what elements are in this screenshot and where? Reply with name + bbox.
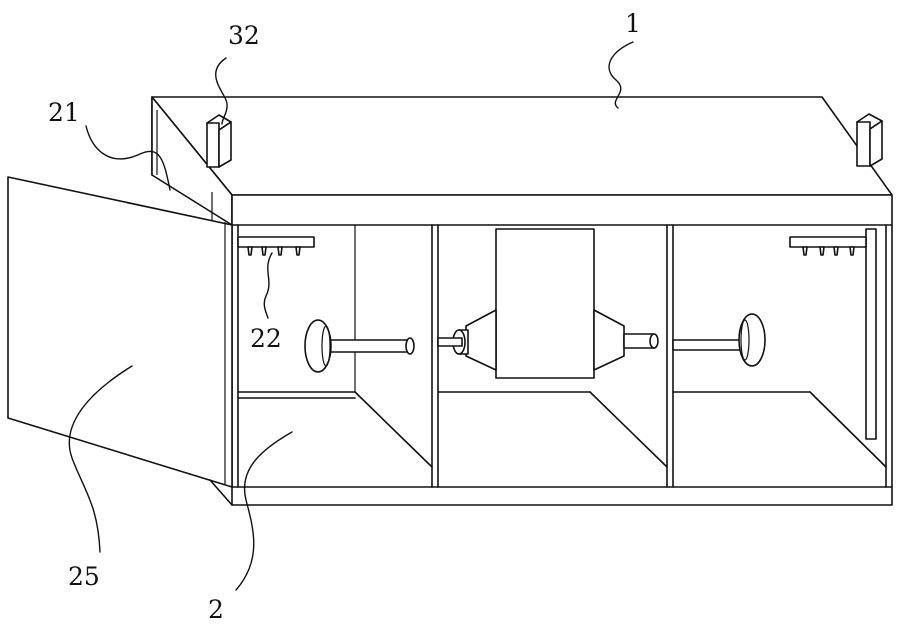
center-assembly (438, 229, 658, 378)
open-door (8, 177, 232, 505)
top-panel (152, 97, 892, 195)
sensor-left (207, 115, 231, 167)
compartment-floors (238, 392, 886, 467)
label-21: 21 (48, 98, 80, 127)
leader-2 (236, 432, 292, 590)
label-32: 32 (228, 21, 260, 50)
spray-bar-right (790, 237, 866, 255)
sensor-right (857, 114, 882, 166)
label-25: 25 (68, 562, 100, 591)
leader-22 (264, 253, 272, 318)
right-disc-shaft (673, 314, 765, 366)
spray-bar-left (238, 237, 314, 255)
left-disc-shaft (305, 320, 414, 372)
label-2: 2 (208, 595, 224, 624)
label-1: 1 (625, 9, 641, 38)
label-22: 22 (250, 324, 282, 353)
right-guide-rod (866, 229, 876, 439)
